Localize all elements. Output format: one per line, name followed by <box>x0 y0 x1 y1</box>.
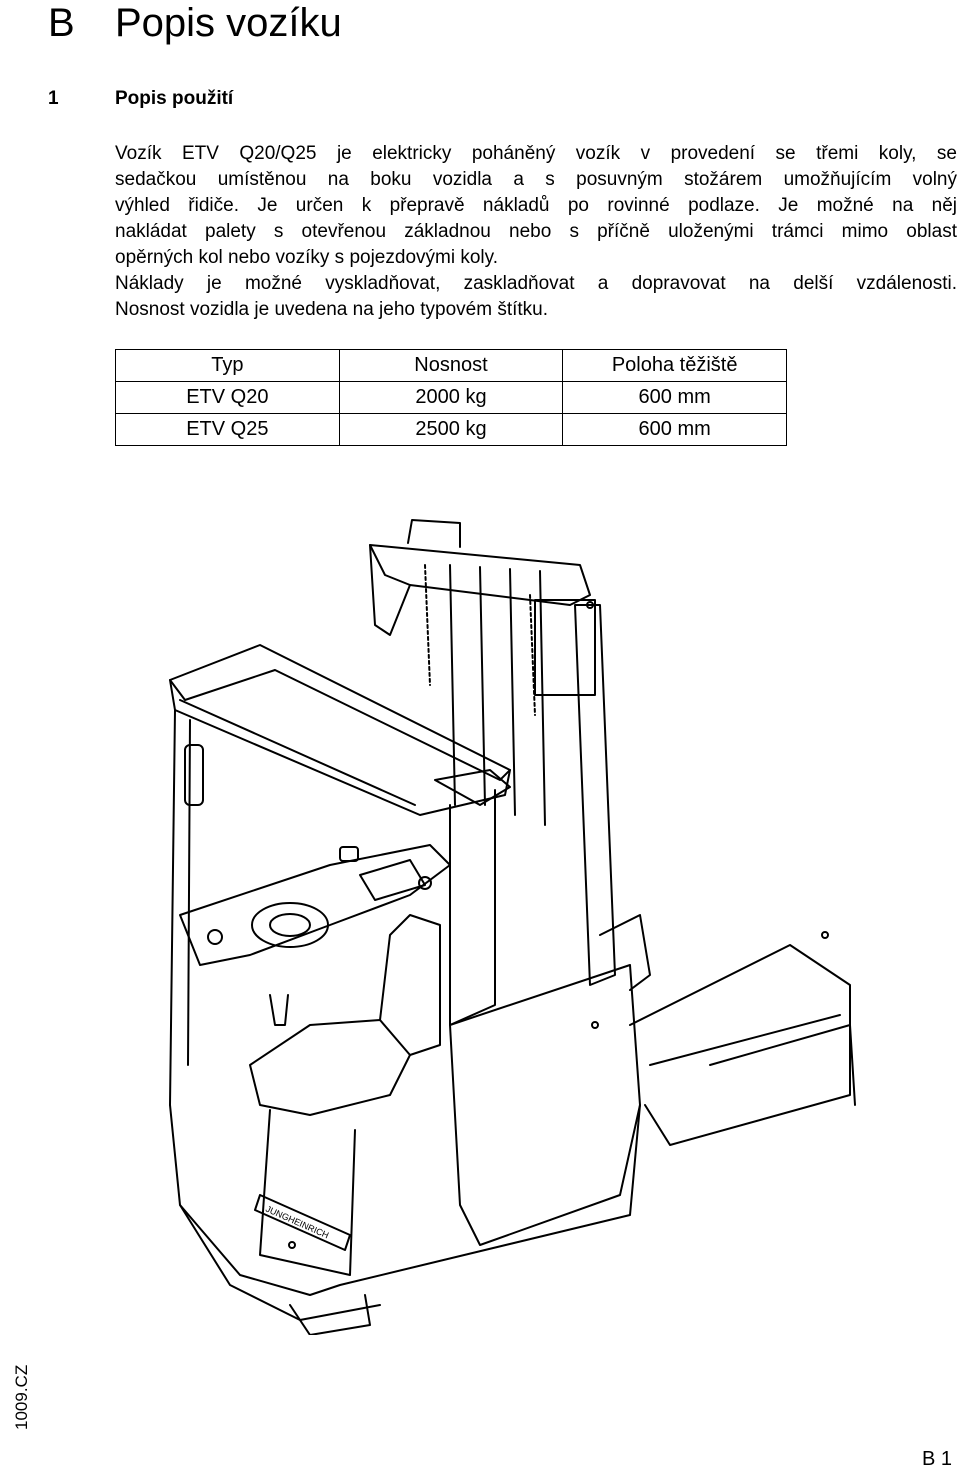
paragraph-line: Náklady je možné vyskladňovat, zaskladňo… <box>115 273 957 294</box>
table-cell: 600 mm <box>562 413 787 446</box>
page-number: B 1 <box>922 1448 953 1470</box>
table-cell: 2500 kg <box>338 413 564 446</box>
chapter-title: Popis vozíku <box>115 1 342 45</box>
dashboard <box>179 844 451 1026</box>
chassis <box>169 914 851 1296</box>
table-row: ETV Q25 2500 kg 600 mm <box>115 413 787 446</box>
section-title: Popis použití <box>115 88 234 109</box>
table-cell: 600 mm <box>562 381 787 414</box>
table-row: ETV Q20 2000 kg 600 mm <box>115 381 787 414</box>
document-code: 1009.CZ <box>12 1364 31 1430</box>
overhead-guard <box>169 644 511 1106</box>
brand-plate: JUNGHEINRICH <box>254 1194 351 1251</box>
seat <box>249 914 441 1276</box>
reach-truck-drawing: JUNGHEINRICH <box>169 519 856 1335</box>
paragraph-line: opěrných kol nebo vozíky s pojezdovými k… <box>115 247 498 268</box>
chapter-letter: B <box>48 1 75 45</box>
table-header-row: Typ Nosnost Poloha těžiště <box>115 349 787 382</box>
table-header-cell: Nosnost <box>338 349 564 382</box>
paragraph-line: sedačkou umístěnou na boku vozidla a s p… <box>115 169 957 190</box>
paragraph-line: Nosnost vozidla je uvedena na jeho typov… <box>115 299 549 320</box>
paragraph-line: výhled řidiče. Je určen k přepravě nákla… <box>115 195 957 216</box>
table-header-cell: Poloha těžiště <box>562 349 787 382</box>
section-number: 1 <box>48 88 59 109</box>
base <box>179 1024 856 1335</box>
table-cell: ETV Q25 <box>115 413 340 446</box>
table-cell: ETV Q20 <box>115 381 340 414</box>
mast <box>369 519 616 986</box>
table-cell: 2000 kg <box>338 381 564 414</box>
table-header-cell: Typ <box>115 349 340 382</box>
paragraph-line: nakládat palety s otevřenou základnou ne… <box>115 221 957 242</box>
capacity-table: Typ Nosnost Poloha těžiště ETV Q20 2000 … <box>115 349 787 446</box>
paragraph-line: Vozík ETV Q20/Q25 je elektricky poháněný… <box>115 143 957 164</box>
